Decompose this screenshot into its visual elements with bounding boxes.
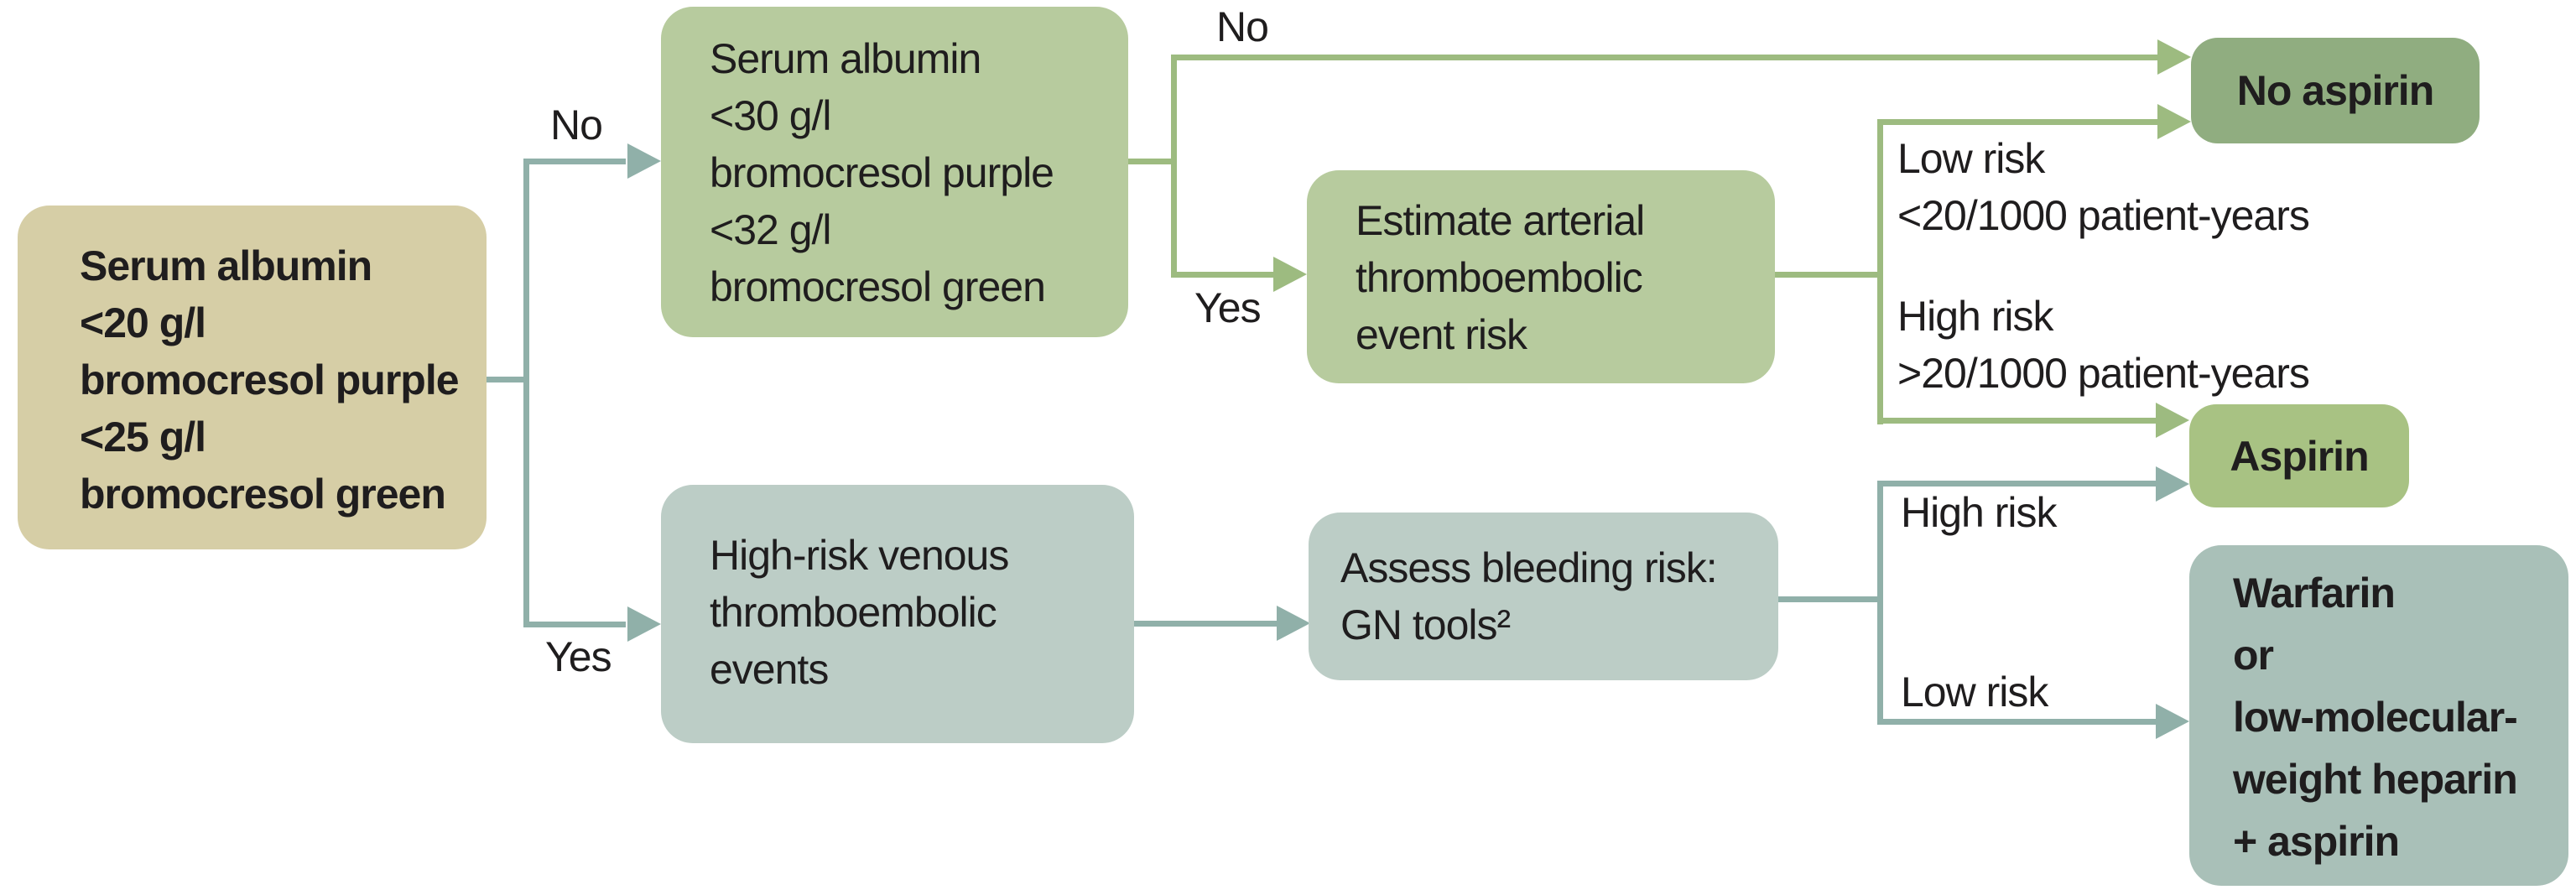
connector-bleeding-low-line	[1877, 719, 2156, 725]
node-line: bromocresol purple	[80, 356, 460, 403]
connector-split2-yes-line	[1171, 272, 1273, 278]
edge-label-yes-1: Yes	[545, 633, 612, 680]
node-line: <30 g/l	[710, 92, 832, 139]
connector-albumin-mid-out	[1128, 159, 1177, 164]
node-line: <32 g/l	[710, 206, 832, 253]
node-line: bromocresol purple	[710, 149, 1054, 196]
connector-arterial-high-line	[1877, 418, 2156, 424]
arrow-into-no-aspirin-bottom-icon	[2157, 104, 2191, 139]
node-line: event risk	[1356, 311, 1527, 358]
node-line: thromboembolic	[710, 589, 997, 636]
connector-albumin-low-out	[487, 377, 529, 382]
node-aspirin: Aspirin	[2189, 404, 2409, 507]
connector-arterial-split-vertical	[1877, 119, 1883, 424]
connector-split1-no-line	[523, 159, 626, 164]
arrow-into-albumin-mid-icon	[627, 143, 661, 179]
edge-label-low-risk-arterial-detail: <20/1000 patient-years	[1897, 192, 2310, 239]
node-line: Serum albumin	[80, 242, 372, 289]
node-line: Assess bleeding risk:	[1340, 544, 1718, 591]
node-line: Estimate arterial	[1356, 197, 1645, 244]
connector-bleeding-split-vertical	[1877, 481, 1883, 725]
connector-arterial-low-line	[1877, 119, 2157, 125]
connector-bleeding-high-line	[1877, 481, 2156, 487]
connector-split1-yes-line	[523, 622, 626, 627]
node-line: High-risk venous	[710, 532, 1009, 579]
node-line: Serum albumin	[710, 35, 981, 82]
connector-venous-to-assess	[1134, 621, 1277, 627]
outcome-label: No aspirin	[2236, 67, 2434, 114]
edge-label-low-risk-arterial: Low risk	[1897, 135, 2045, 182]
connector-split1-vertical	[523, 159, 529, 627]
node-line: <25 g/l	[80, 414, 206, 461]
node-line: bromocresol green	[710, 263, 1046, 310]
arrow-into-warfarin-icon	[2156, 704, 2189, 739]
node-serum-albumin-mid: Serum albumin <30 g/l bromocresol purple…	[661, 7, 1128, 337]
node-line: <20 g/l	[80, 299, 206, 346]
node-warfarin-heparin-aspirin: Warfarin or low-molecular- weight hepari…	[2189, 545, 2568, 886]
node-line: thromboembolic	[1356, 254, 1643, 301]
node-estimate-arterial-risk: Estimate arterial thromboembolic event r…	[1307, 170, 1775, 383]
node-assess-bleeding-risk: Assess bleeding risk: GN tools²	[1309, 513, 1778, 680]
node-line: bromocresol green	[80, 471, 446, 518]
edge-label-high-risk-bleeding: High risk	[1901, 489, 2057, 536]
arrow-into-venous-events-icon	[627, 606, 661, 642]
node-line: GN tools²	[1340, 601, 1511, 648]
arrow-into-estimate-arterial-icon	[1273, 257, 1307, 292]
node-serum-albumin-low: Serum albumin <20 g/l bromocresol purple…	[18, 206, 487, 549]
node-line: or	[2233, 632, 2274, 679]
connector-split2-vertical	[1171, 55, 1177, 278]
node-line: Warfarin	[2233, 570, 2396, 617]
node-venous-thromboembolic-events: High-risk venous thromboembolic events	[661, 485, 1134, 743]
connector-split2-no-line	[1171, 55, 2157, 60]
node-line: events	[710, 646, 829, 693]
edge-label-no-1: No	[550, 101, 603, 148]
edge-label-high-risk-arterial: High risk	[1897, 293, 2053, 340]
node-line: low-molecular-	[2233, 694, 2518, 741]
arrow-into-no-aspirin-top-icon	[2157, 39, 2191, 75]
node-line: + aspirin	[2233, 818, 2400, 865]
arrow-into-aspirin-green-icon	[2156, 403, 2189, 438]
connector-estimate-out	[1775, 272, 1882, 278]
node-no-aspirin: No aspirin	[2191, 38, 2480, 143]
edge-label-low-risk-bleeding: Low risk	[1901, 669, 2048, 715]
arrow-into-assess-bleeding-icon	[1277, 606, 1310, 641]
arrow-into-aspirin-teal-icon	[2156, 466, 2189, 502]
node-line: weight heparin	[2233, 756, 2518, 803]
outcome-label: Aspirin	[2230, 432, 2369, 480]
edge-label-high-risk-arterial-detail: >20/1000 patient-years	[1897, 350, 2310, 397]
connector-assess-out	[1778, 596, 1883, 602]
edge-label-no-2: No	[1216, 3, 1269, 50]
edge-label-yes-2: Yes	[1194, 284, 1262, 331]
